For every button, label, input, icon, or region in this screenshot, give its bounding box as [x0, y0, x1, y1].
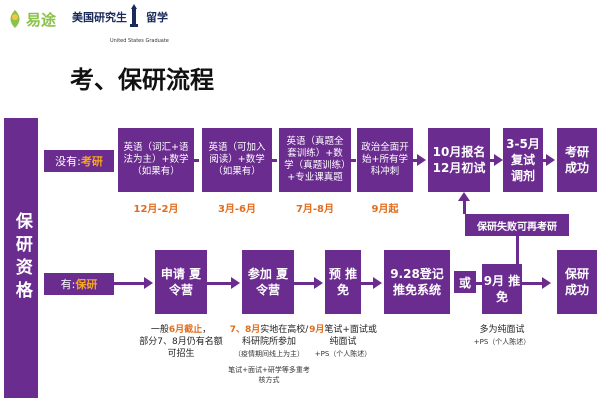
yitu-logo-icon — [10, 10, 20, 28]
header-logo: 易途 — [6, 8, 56, 30]
note-pre-recommend: 9月笔试+面试或纯面试 +PS（个人陈述） — [309, 325, 377, 359]
page-title: 考、保研流程 — [70, 66, 214, 94]
row1-arrow-6 — [546, 154, 555, 166]
row1-connector-2 — [272, 159, 277, 162]
row1-connector-1 — [194, 159, 199, 162]
fail-box: 保研失败可再考研 — [465, 214, 569, 236]
row1-step-3: 英语（真题全套训练）+数学（真题训练）+专业课真题 — [279, 128, 351, 192]
row1-date-4: 9月起 — [371, 204, 399, 215]
row1-date-3: 7月-8月 — [295, 204, 335, 215]
row1-step-1: 英语（词汇+语法为主）+数学（如果有） — [118, 128, 194, 192]
row2-arrow-3 — [373, 277, 382, 289]
row2-label: 有:保研 — [44, 273, 114, 295]
row2-connector-1 — [207, 282, 233, 285]
row1-connector-5 — [490, 159, 496, 162]
fail-up-arrow — [458, 192, 470, 201]
brand-cn: 美国研究生 — [72, 11, 127, 24]
row2-connector-0 — [114, 282, 146, 285]
row1-arrow-4 — [417, 154, 426, 166]
logo-text: 易途 — [26, 10, 57, 29]
row2-success-box: 保研 成功 — [557, 250, 597, 314]
row2-register: 9.28登记 推免系统 — [384, 250, 450, 314]
row1-label: 没有:考研 — [44, 150, 114, 172]
row2-arrow-0 — [144, 277, 153, 289]
row2-or: 或 — [454, 271, 476, 293]
note-summer-apply: 一般6月截止， 部分7、8月仍有名额可招生 — [139, 325, 223, 360]
fail-down-line — [516, 236, 519, 264]
row2-summer-attend: 参加 夏令营 — [242, 250, 294, 314]
statue-icon — [128, 4, 140, 32]
row2-connector-5 — [522, 282, 544, 285]
row1-success-box: 考研 成功 — [557, 128, 597, 192]
row1-date-2: 3月-6月 — [217, 204, 257, 215]
row2-connector-3 — [361, 282, 375, 285]
row2-arrow-1 — [231, 277, 240, 289]
fail-up-line — [463, 200, 466, 214]
row2-arrow-2 — [314, 277, 323, 289]
row2-recommend: 9月 推免 — [482, 264, 522, 314]
row1-step-4: 政治全面开始+所有学科冲刺 — [357, 128, 413, 192]
row2-summer-apply: 申请 夏令营 — [155, 250, 207, 314]
row1-exam-box: 10月报名 12月初试 — [428, 128, 490, 192]
row1-retest-box: 3-5月 复试 调剂 — [503, 128, 543, 192]
note-summer-attend: 7、8月实地在高校/科研院所参加 （疫情期间线上为主） 笔试+面试+研学等多重考… — [228, 325, 310, 384]
row2-connector-4 — [476, 282, 482, 285]
row2-pre-recommend: 预 推免 — [325, 250, 361, 314]
brand-en: United States Graduate — [110, 38, 169, 44]
row1-date-1: 12月-2月 — [133, 204, 179, 215]
row1-step-2: 英语（可加入阅读）+数学（如果有） — [202, 128, 272, 192]
row1-connector-4 — [413, 159, 419, 162]
row2-arrow-5 — [542, 277, 551, 289]
brand-study: 留学 — [146, 11, 168, 24]
eligibility-box: 保研资格 — [4, 118, 38, 398]
row1-connector-3 — [351, 159, 356, 162]
row1-connector-6 — [543, 159, 548, 162]
note-recommend: 多为纯面试 +PS（个人陈述） — [473, 325, 531, 347]
brand-header: 美国研究生 — [72, 6, 127, 25]
row2-connector-2 — [294, 282, 316, 285]
row1-arrow-5 — [494, 154, 503, 166]
